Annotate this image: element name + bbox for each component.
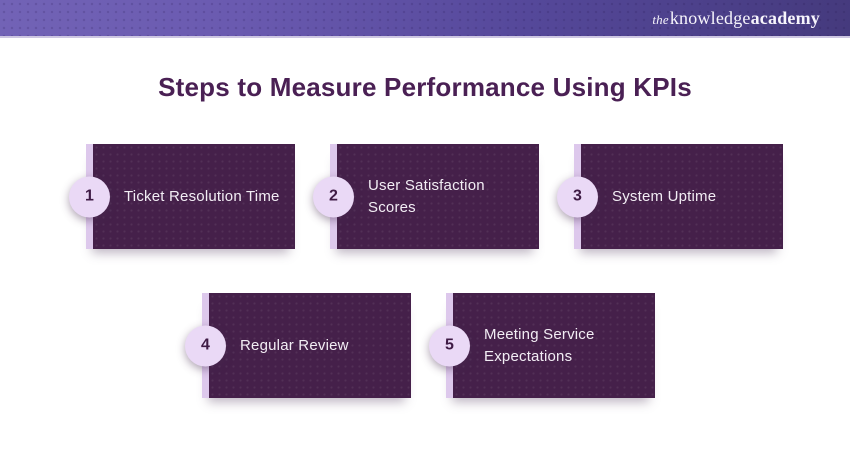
step-label: System Uptime xyxy=(612,187,717,205)
step-number-badge: 5 xyxy=(429,325,470,366)
step-card-2: 2 User Satisfaction Scores xyxy=(313,144,539,249)
step-card-3: 3 System Uptime xyxy=(557,144,783,249)
step-label: Regular Review xyxy=(240,336,349,354)
logo-academy: academy xyxy=(750,7,820,28)
step-card-1: 1 Ticket Resolution Time xyxy=(69,144,295,249)
page-title: Steps to Measure Performance Using KPIs xyxy=(158,72,692,102)
step-card-5: 5 Meeting Service Expectations xyxy=(429,293,655,398)
step-label: Ticket Resolution Time xyxy=(124,187,280,205)
logo-the: the xyxy=(652,11,669,27)
brand-logo: theknowledgeacademy xyxy=(652,8,820,29)
steps-row-1: 1 Ticket Resolution Time 2 User Satisfac… xyxy=(69,144,783,249)
header-bar: theknowledgeacademy xyxy=(0,0,850,38)
step-label: User Satisfaction Scores xyxy=(368,176,485,216)
step-card-4: 4 Regular Review xyxy=(185,293,411,398)
logo-knowledge: knowledge xyxy=(669,7,751,28)
step-number-badge: 3 xyxy=(557,176,598,217)
step-label: Meeting Service Expectations xyxy=(484,325,595,365)
step-number-badge: 2 xyxy=(313,176,354,217)
step-number-badge: 4 xyxy=(185,325,226,366)
steps-row-2: 4 Regular Review 5 Meeting Service Expec… xyxy=(185,293,655,398)
step-number-badge: 1 xyxy=(69,176,110,217)
